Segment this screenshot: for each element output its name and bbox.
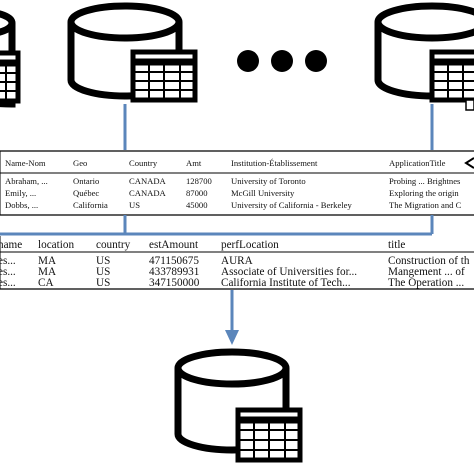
column-header: Institution-Établissement bbox=[231, 158, 318, 168]
table-cell: Emily, ... bbox=[5, 188, 36, 198]
ellipsis-dot bbox=[237, 50, 259, 72]
table-cell: MA bbox=[38, 266, 56, 278]
awards-table: name location country estAmount perfLoca… bbox=[0, 236, 474, 290]
table-cell: Ontario bbox=[73, 176, 99, 186]
ellipsis-dots-icon bbox=[237, 50, 327, 72]
table-cell: Exploring the origin bbox=[389, 188, 459, 198]
source-connectors bbox=[123, 104, 434, 150]
table-row: es... MA US 471150675 AURA Construction … bbox=[0, 255, 470, 267]
table-cell: US bbox=[96, 277, 110, 289]
table-cell: CANADA bbox=[129, 188, 167, 198]
table-cell: es... bbox=[0, 255, 16, 267]
table-row: Emily, ... Québec CANADA 87000 McGill Un… bbox=[5, 188, 459, 198]
table-cell: AURA bbox=[221, 255, 253, 267]
table-cell: es... bbox=[0, 277, 16, 289]
table-cell: University of Toronto bbox=[231, 176, 306, 186]
table-grid-icon bbox=[130, 49, 198, 103]
column-header: country bbox=[96, 239, 131, 251]
table-cell: Mangement ... of bbox=[388, 266, 465, 278]
table-row: es... CA US 347150000 California Institu… bbox=[0, 277, 464, 289]
table-cell: CA bbox=[38, 277, 54, 289]
table-cell: es... bbox=[0, 266, 16, 278]
table-cell: California bbox=[73, 200, 108, 210]
table-cell: The Migration and C bbox=[389, 200, 462, 210]
table-cell: US bbox=[96, 266, 110, 278]
table-cell: 433789931 bbox=[149, 266, 199, 278]
table-cell: US bbox=[96, 255, 110, 267]
column-header: Country bbox=[129, 158, 158, 168]
table-cell: 87000 bbox=[186, 188, 207, 198]
table-cell: McGill University bbox=[231, 188, 295, 198]
column-header: ApplicationTitle bbox=[389, 158, 446, 168]
table-cell: Construction of th bbox=[388, 255, 470, 267]
down-arrow-icon bbox=[225, 290, 239, 345]
column-header: title bbox=[388, 239, 405, 251]
table-cell: US bbox=[129, 200, 140, 210]
column-header: perfLocation bbox=[221, 239, 279, 251]
table-cell: Québec bbox=[73, 188, 99, 198]
table-row: Abraham, ... Ontario CANADA 128700 Unive… bbox=[5, 176, 461, 186]
table-cell: Associate of Universities for... bbox=[221, 266, 357, 278]
table-grid-icon bbox=[235, 407, 303, 463]
collapse-arrow-icon bbox=[464, 157, 474, 169]
source-database-middle bbox=[67, 2, 198, 103]
source-database-left bbox=[0, 10, 21, 108]
column-header: Name-Nom bbox=[5, 158, 46, 168]
table-cell: The Operation ... bbox=[388, 277, 464, 289]
table-cell: 347150000 bbox=[149, 277, 200, 289]
magnifier-icon bbox=[465, 99, 474, 111]
column-header: location bbox=[38, 239, 74, 251]
table-cell: University of California - Berkeley bbox=[231, 200, 352, 210]
table-cell: California Institute of Tech... bbox=[221, 277, 351, 289]
table-cell: Dobbs, ... bbox=[5, 200, 38, 210]
source-database-right bbox=[374, 2, 474, 111]
grants-table: Name-Nom Geo Country Amt Institution-Éta… bbox=[0, 150, 474, 216]
table-cell: Abraham, ... bbox=[5, 176, 48, 186]
table-grid-icon bbox=[429, 49, 474, 103]
ellipsis-dot bbox=[305, 50, 327, 72]
column-header: estAmount bbox=[149, 239, 199, 251]
database-cylinder-icon bbox=[0, 10, 16, 108]
table-connector-bracket bbox=[0, 215, 434, 236]
table-cell: Probing ... Brightnes bbox=[389, 176, 461, 186]
table-cell: 45000 bbox=[186, 200, 207, 210]
table-cell: MA bbox=[38, 255, 56, 267]
column-header: Geo bbox=[73, 158, 87, 168]
table-grid-icon bbox=[0, 50, 21, 104]
ellipsis-dot bbox=[271, 50, 293, 72]
table-row: Dobbs, ... California US 45000 Universit… bbox=[5, 200, 462, 210]
table-cell: 128700 bbox=[186, 176, 212, 186]
table-row: es... MA US 433789931 Associate of Unive… bbox=[0, 266, 465, 278]
column-header: Amt bbox=[186, 158, 202, 168]
column-header: name bbox=[0, 239, 22, 251]
table-cell: 471150675 bbox=[149, 255, 199, 267]
table-cell: CANADA bbox=[129, 176, 167, 186]
target-database bbox=[174, 348, 303, 463]
